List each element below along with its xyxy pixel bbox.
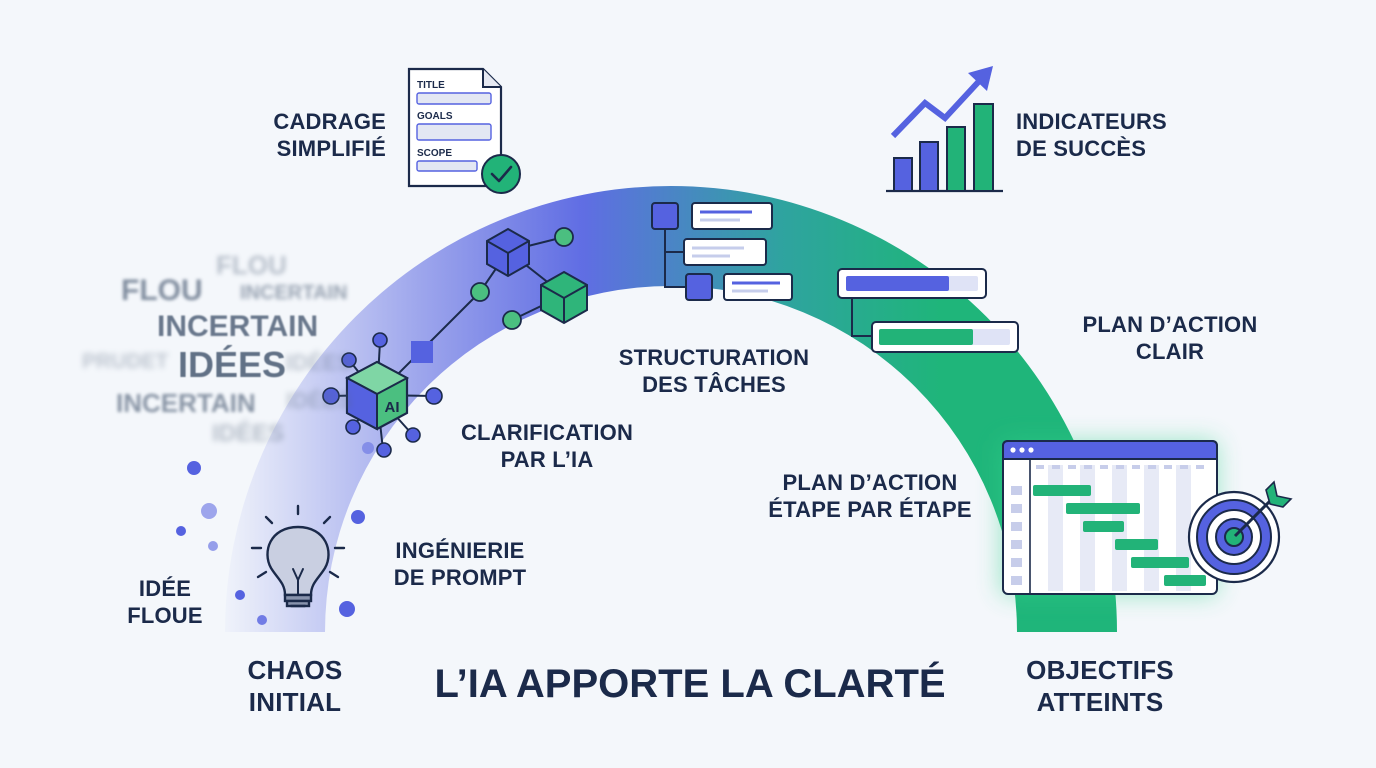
gantt-chart-icon [1000, 440, 1218, 596]
doc-field-title: TITLE [417, 80, 445, 91]
main-title: L’IA APPORTE LA CLARTÉ [434, 662, 946, 706]
growth-chart-icon [886, 66, 1003, 193]
blur-word: FLOU [216, 250, 287, 280]
lightbulb-icon [250, 504, 346, 608]
ai-chip-icon: AI [344, 360, 410, 431]
progress-bars-icon [837, 268, 1019, 353]
chaos-dots [176, 442, 374, 625]
label-plan-action-clair: PLAN D’ACTION CLAIR [1082, 312, 1258, 364]
blur-word: IDÉES [212, 420, 285, 447]
blur-word: FLOU [121, 274, 203, 307]
blur-word: PRUDET [82, 350, 169, 373]
ai-chip-text: AI [385, 399, 400, 416]
ai-network: AI [322, 227, 588, 458]
cube-icon [540, 270, 588, 325]
label-idee-floue: IDÉE FLOUE [127, 576, 203, 628]
label-plan-action-etape: PLAN D’ACTION ÉTAPE PAR ÉTAPE [768, 470, 972, 522]
blur-word: INCERTAIN [116, 388, 256, 418]
label-ingenierie-prompt: INGÉNIERIE DE PROMPT [393, 538, 527, 590]
label-chaos-initial: CHAOS INITIAL [247, 655, 343, 717]
blur-word: INCERTAIN [240, 282, 348, 304]
task-tree-icon [651, 202, 793, 301]
label-objectifs-atteints: OBJECTIFS ATTEINTS [1026, 655, 1174, 717]
cube-icon [486, 227, 530, 278]
blur-word: IDÉES [178, 344, 287, 385]
label-structuration-taches: STRUCTURATION DES TÂCHES [618, 345, 810, 397]
document-icon: TITLE GOALS SCOPE [407, 67, 521, 194]
label-cadrage-simplifie: CADRAGE SIMPLIFIÉ [273, 109, 386, 161]
doc-field-scope: SCOPE [417, 148, 452, 159]
label-clarification-ia: CLARIFICATION PAR L’IA [460, 420, 634, 472]
blur-word: INCERTAIN [157, 310, 319, 343]
blur-word: IDÉES [286, 388, 353, 413]
blur-word: IDÉES [286, 350, 353, 375]
label-indicateurs-succes: INDICATEURS DE SUCCÈS [1016, 109, 1167, 161]
doc-field-goals: GOALS [417, 111, 453, 122]
target-icon [1187, 480, 1293, 584]
